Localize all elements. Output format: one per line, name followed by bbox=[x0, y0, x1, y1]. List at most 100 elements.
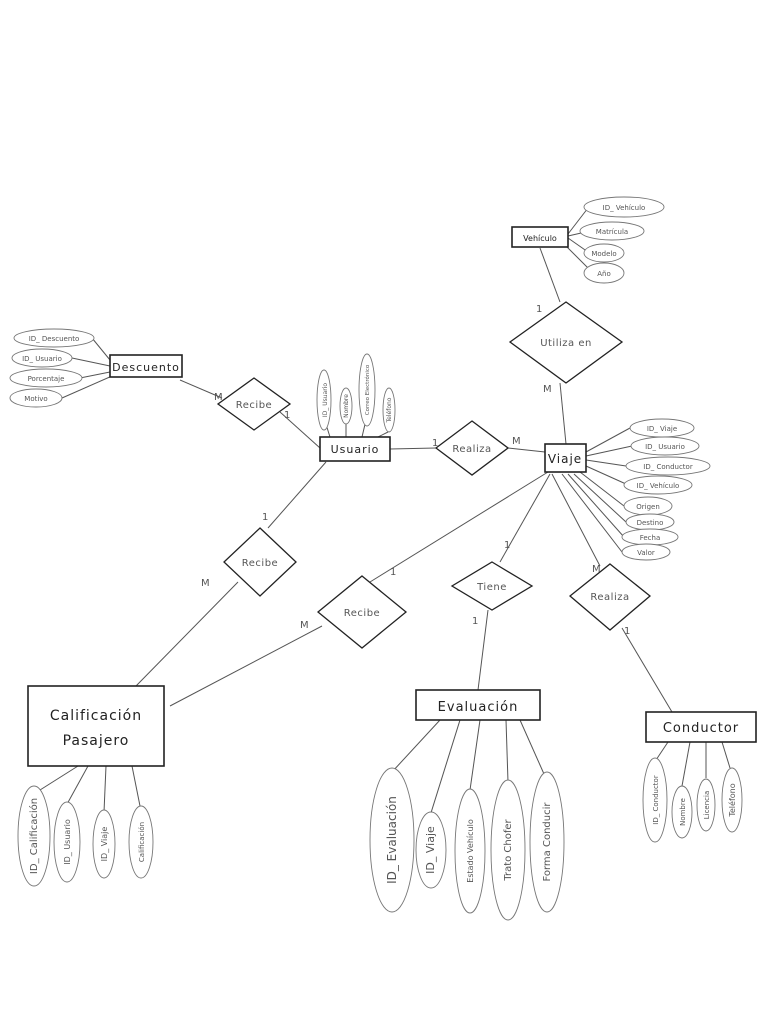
line-recibe3-calificacion bbox=[169, 625, 323, 707]
entity-vehiculo: Vehículo bbox=[511, 226, 569, 248]
line-usuario-realiza bbox=[389, 447, 437, 450]
relationship-label: Realiza bbox=[590, 592, 629, 603]
attributes-descuento: ID_ Descuento ID_ Usuario Porcentaje Mot… bbox=[9, 328, 95, 408]
cardinality: 1 bbox=[536, 304, 542, 315]
attribute: ID_ Usuario bbox=[53, 801, 81, 883]
attribute: Destino bbox=[625, 513, 675, 531]
attribute: Valor bbox=[621, 543, 671, 561]
line-viaje-realiza2 bbox=[551, 473, 601, 567]
svg-text:ID_ Descuento: ID_ Descuento bbox=[29, 335, 80, 343]
attribute: ID_ Evaluación bbox=[369, 767, 415, 913]
attribute: ID_ Usuario bbox=[630, 436, 700, 456]
relationship-realiza-conductor: Realiza bbox=[568, 563, 652, 631]
svg-text:ID_ Vehículo: ID_ Vehículo bbox=[637, 482, 680, 490]
svg-text:Teléfono: Teléfono bbox=[386, 397, 393, 423]
svg-text:Trato Chofer: Trato Chofer bbox=[503, 818, 514, 881]
relationship-tiene: Tiene bbox=[450, 561, 534, 611]
attribute: Fecha bbox=[621, 528, 679, 546]
svg-text:ID_ Evaluación: ID_ Evaluación bbox=[385, 796, 399, 884]
attribute: Teléfono bbox=[382, 387, 396, 433]
svg-text:Matrícula: Matrícula bbox=[596, 228, 628, 236]
attribute: Matrícula bbox=[579, 221, 645, 241]
line-realiza2-conductor bbox=[621, 627, 673, 713]
line-realiza-viaje bbox=[507, 447, 546, 453]
attribute: ID_ Calificación bbox=[17, 785, 51, 887]
attribute: ID_ Conductor bbox=[625, 456, 711, 476]
connector-lines bbox=[39, 207, 731, 817]
attribute: Estado Vehículo bbox=[454, 788, 486, 914]
svg-text:ID_ Usuario: ID_ Usuario bbox=[645, 443, 685, 451]
svg-text:Motivo: Motivo bbox=[24, 395, 47, 403]
entity-calificacion: Calificación Pasajero bbox=[27, 685, 165, 767]
attribute: ID_ Descuento bbox=[13, 328, 95, 348]
attribute: ID_ Vehículo bbox=[623, 475, 693, 495]
entity-viaje: Viaje bbox=[544, 443, 587, 473]
svg-text:Calificación: Calificación bbox=[138, 822, 146, 862]
cardinality: 1 bbox=[624, 626, 630, 637]
entity-calificacion-label-2: Pasajero bbox=[63, 733, 130, 749]
entity-usuario-label: Usuario bbox=[331, 443, 380, 456]
cardinality: 1 bbox=[432, 438, 438, 449]
relationship-label: Recibe bbox=[344, 608, 380, 619]
relationship-label: Utiliza en bbox=[540, 338, 592, 349]
svg-text:ID_ Conductor: ID_ Conductor bbox=[652, 775, 660, 825]
svg-text:Licencia: Licencia bbox=[703, 791, 711, 820]
cardinality: 1 bbox=[284, 410, 290, 421]
svg-text:ID_ Usuario: ID_ Usuario bbox=[322, 383, 329, 417]
relationship-recibe-calificacion: Recibe bbox=[223, 527, 297, 597]
attribute: Año bbox=[583, 262, 625, 284]
attributes-evaluacion: ID_ Evaluación ID_ Viaje Estado Vehículo… bbox=[369, 767, 565, 921]
line-usuario-recibe2 bbox=[267, 461, 327, 529]
svg-text:ID_ Viaje: ID_ Viaje bbox=[647, 425, 677, 433]
line-recibe2-calificacion bbox=[135, 581, 239, 687]
svg-text:Forma Conducir: Forma Conducir bbox=[542, 802, 553, 882]
attribute: ID_ Conductor bbox=[642, 757, 668, 843]
svg-text:Origen: Origen bbox=[636, 503, 660, 511]
relationship-label: Realiza bbox=[452, 444, 491, 455]
svg-text:Destino: Destino bbox=[637, 519, 664, 527]
attribute: Licencia bbox=[696, 778, 716, 832]
attribute: Teléfono bbox=[721, 767, 743, 833]
relationship-utiliza-en: Utiliza en bbox=[508, 301, 624, 384]
entity-conductor: Conductor bbox=[645, 711, 757, 743]
attribute: ID_ Viaje bbox=[415, 811, 447, 889]
entity-usuario: Usuario bbox=[319, 436, 391, 462]
cardinality: M bbox=[300, 620, 309, 631]
attribute: ID_ Usuario bbox=[11, 348, 73, 368]
attributes-conductor: ID_ Conductor Nombre Licencia Teléfono bbox=[642, 757, 743, 843]
attribute: ID_ Viaje bbox=[629, 418, 695, 438]
svg-text:ID_ Conductor: ID_ Conductor bbox=[643, 463, 693, 471]
attribute: Porcentaje bbox=[9, 368, 83, 388]
attribute: Nombre bbox=[671, 785, 693, 839]
svg-text:Nombre: Nombre bbox=[343, 394, 350, 418]
attribute: ID_ Usuario bbox=[316, 369, 332, 431]
svg-text:ID_ Usuario: ID_ Usuario bbox=[22, 355, 62, 363]
line-descuento-recibe bbox=[179, 379, 223, 399]
line-viaje-recibe3 bbox=[369, 471, 549, 583]
cardinality: 1 bbox=[262, 512, 268, 523]
cardinality: M bbox=[512, 436, 521, 447]
attribute: Modelo bbox=[583, 243, 625, 263]
cardinality: 1 bbox=[504, 540, 510, 551]
attribute: Trato Chofer bbox=[490, 779, 526, 921]
line-utiliza-viaje bbox=[559, 382, 567, 445]
svg-text:Porcentaje: Porcentaje bbox=[28, 375, 65, 383]
cardinality: M bbox=[214, 392, 223, 403]
svg-text:Nombre: Nombre bbox=[679, 798, 687, 826]
svg-text:ID_ Viaje: ID_ Viaje bbox=[100, 827, 109, 862]
cardinality: 1 bbox=[472, 616, 478, 627]
attributes-calificacion: ID_ Calificación ID_ Usuario ID_ Viaje C… bbox=[17, 785, 154, 887]
line-recibe-usuario bbox=[279, 411, 321, 449]
entity-descuento: Descuento bbox=[109, 354, 183, 378]
svg-text:ID_ Calificación: ID_ Calificación bbox=[28, 798, 40, 874]
attributes-usuario: ID_ Usuario Nombre Correo Electrónico Te… bbox=[316, 353, 396, 433]
relationship-label: Recibe bbox=[236, 400, 272, 411]
entity-calificacion-label-1: Calificación bbox=[50, 708, 142, 724]
line-viaje-tiene bbox=[499, 473, 551, 563]
attribute: ID_ Viaje bbox=[92, 809, 116, 879]
attributes-viaje: ID_ Viaje ID_ Usuario ID_ Conductor ID_ … bbox=[621, 418, 711, 561]
cardinality-marks: M 1 1 M 1 M 1 M 1 M 1 1 M 1 bbox=[201, 304, 630, 637]
svg-text:Valor: Valor bbox=[637, 549, 655, 557]
svg-text:Fecha: Fecha bbox=[640, 534, 661, 542]
